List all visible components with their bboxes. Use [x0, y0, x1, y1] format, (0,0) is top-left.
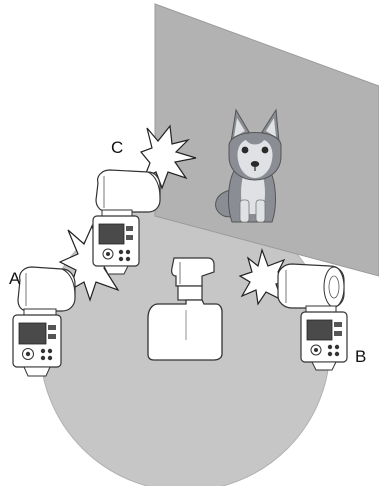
flash-label-b: B	[355, 347, 366, 366]
flash-label-a: A	[9, 269, 21, 288]
flash-label-c: C	[111, 138, 123, 157]
